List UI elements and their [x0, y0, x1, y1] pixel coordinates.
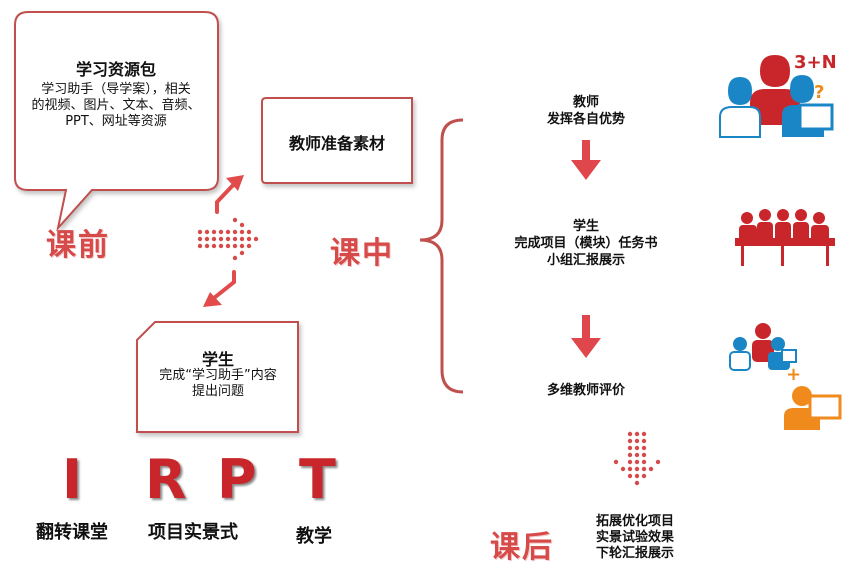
label-flipped-class: 翻转课堂: [36, 522, 108, 543]
student-title: 学生: [201, 350, 234, 369]
team-group-icon: [719, 55, 834, 138]
teacher-box-label: 教师准备素材: [288, 134, 385, 153]
in-class-bracket: [419, 118, 464, 394]
arrow-to-student: [212, 270, 236, 300]
arrow-to-teacher: [215, 180, 238, 214]
teacher-box: [261, 97, 413, 184]
phase-before-class: 课前: [46, 228, 110, 263]
label-project-scene: 项目实景式: [148, 522, 238, 543]
student-box-content: 学生 完成“学习助手”内容 提出问题: [140, 352, 296, 400]
resource-line: 学习助手（导学案），相关: [41, 82, 191, 97]
letter-p: P: [217, 448, 257, 511]
dotted-right-arrow: [197, 217, 259, 261]
resource-bubble-content: 学习资源包 学习助手（导学案），相关 的视频、图片、文本、音频、 PPT、网址等…: [18, 62, 214, 130]
resource-bubble: [14, 11, 219, 232]
step-student-line: 学生: [572, 219, 599, 234]
student-box: [136, 321, 299, 433]
question-mark: ?: [814, 82, 825, 103]
step-student-line: 小组汇报展示: [546, 253, 625, 268]
step-student-line: 完成项目（模块）任务书: [514, 236, 658, 251]
after-class-text: 拓展优化项目 实景试验效果 下轮汇报展示: [570, 514, 700, 562]
step-student: 学生 完成项目（模块）任务书 小组汇报展示: [466, 218, 706, 269]
phase-in-class: 课中: [330, 236, 394, 271]
student-line: 完成“学习助手”内容: [159, 368, 277, 383]
resource-title: 学习资源包: [75, 60, 156, 79]
letter-r: R: [145, 448, 187, 511]
dotted-down-arrow: [613, 431, 661, 486]
label-teaching: 教学: [296, 526, 332, 547]
presenter-icon: [784, 386, 842, 430]
after-class-line: 拓展优化项目: [595, 514, 674, 529]
down-arrow-1: [571, 140, 601, 180]
student-line: 提出问题: [191, 384, 244, 399]
step-teacher-line: 教师: [572, 95, 599, 110]
after-class-line: 下轮汇报展示: [595, 546, 674, 561]
after-class-line: 实景试验效果: [595, 530, 674, 545]
letter-i: I: [62, 448, 83, 511]
team-badge: 3+N: [794, 52, 837, 73]
plus-sign: +: [786, 364, 802, 385]
small-group-icon: [729, 323, 797, 371]
down-arrow-2: [571, 315, 601, 358]
resource-line: PPT、网址等资源: [65, 114, 167, 129]
letter-t: T: [299, 448, 336, 511]
meeting-table-icon: [735, 209, 835, 266]
step-evaluation: 多维教师评价: [486, 382, 686, 399]
resource-line: 的视频、图片、文本、音频、: [31, 98, 201, 113]
step-teacher: 教师 发挥各自优势: [486, 94, 686, 128]
phase-after-class: 课后: [490, 530, 554, 565]
step-evaluation-line: 多维教师评价: [546, 383, 625, 398]
step-teacher-line: 发挥各自优势: [546, 112, 625, 127]
